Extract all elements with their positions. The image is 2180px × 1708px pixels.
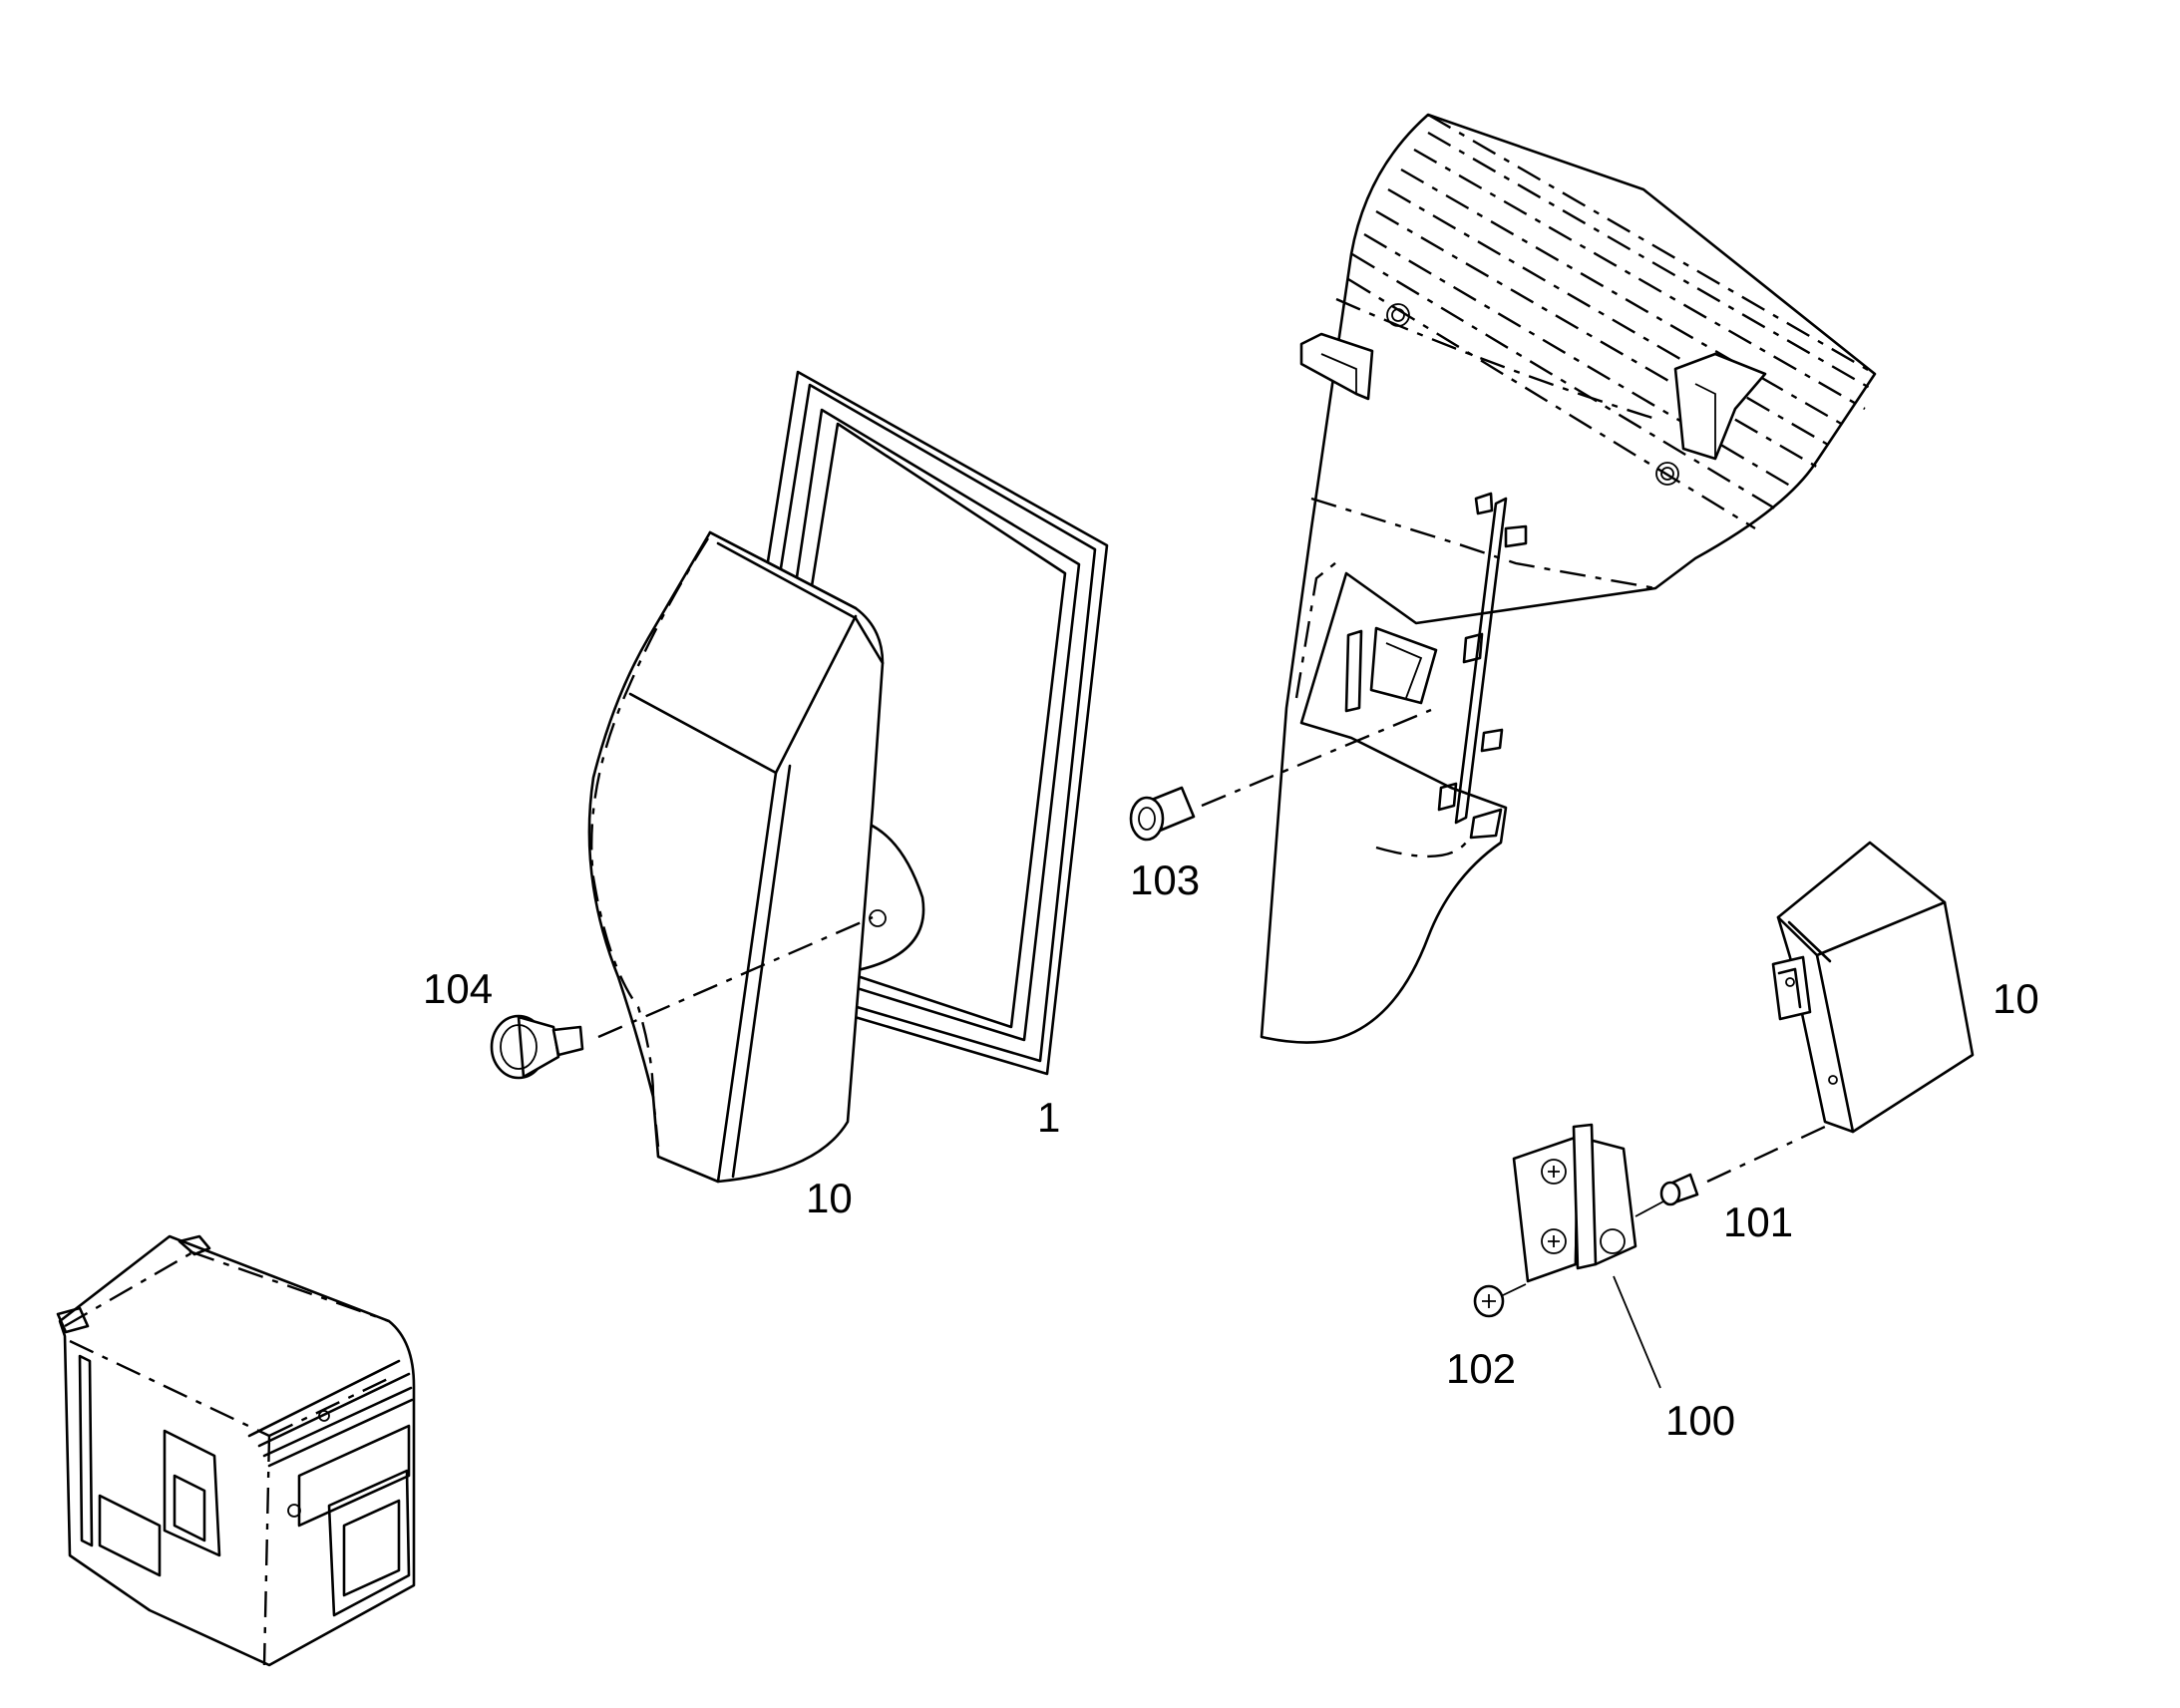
screw-102 bbox=[1473, 1283, 1527, 1318]
callout-101: 101 bbox=[1723, 1198, 1793, 1245]
cab-overview bbox=[56, 1234, 416, 1667]
mirror-housing bbox=[587, 530, 925, 1184]
hinge-100 bbox=[1512, 1123, 1661, 1389]
callout-103: 103 bbox=[1130, 856, 1200, 903]
callout-1: 1 bbox=[1037, 1094, 1060, 1141]
callout-10-left: 10 bbox=[806, 1175, 853, 1221]
bushing-103 bbox=[1129, 708, 1432, 842]
knob-104 bbox=[490, 915, 874, 1080]
housing-bracket bbox=[1771, 841, 1975, 1134]
callout-104: 104 bbox=[423, 965, 493, 1012]
screw-101 bbox=[1635, 1125, 1826, 1217]
callout-102: 102 bbox=[1446, 1345, 1516, 1392]
callout-labels: 104 103 1 10 10 101 102 100 bbox=[423, 856, 2039, 1444]
callout-100: 100 bbox=[1665, 1397, 1735, 1444]
cab-side-panel bbox=[1260, 113, 1877, 1044]
callout-10-right: 10 bbox=[1993, 975, 2039, 1022]
